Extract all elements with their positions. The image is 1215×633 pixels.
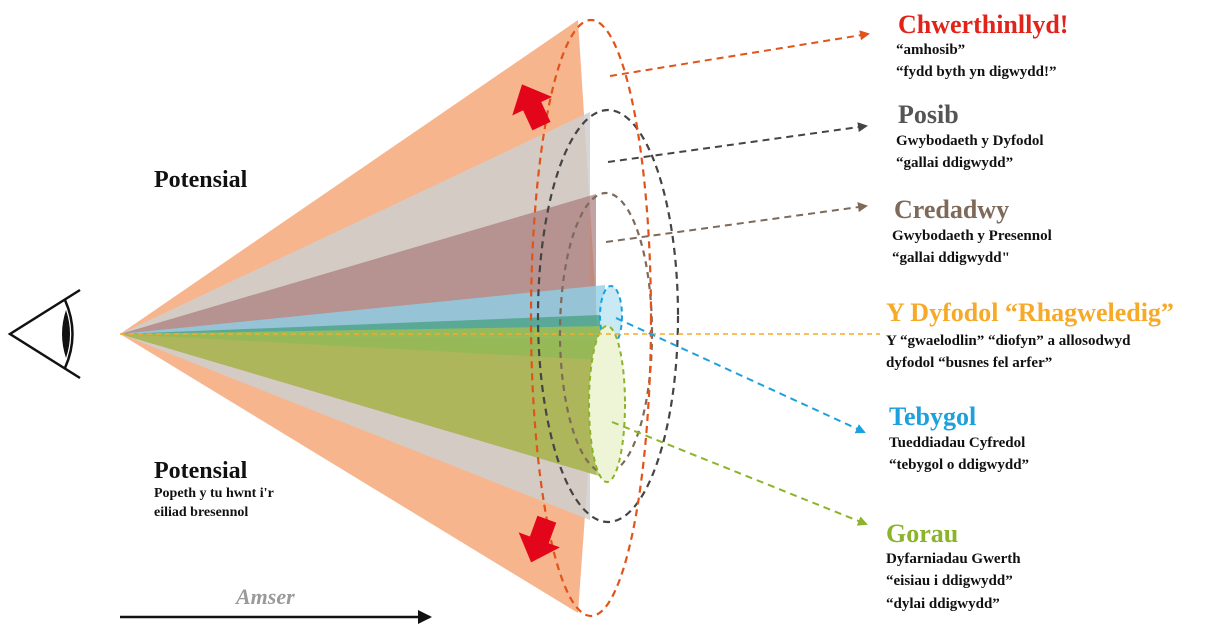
plausible-line1: Gwybodaeth y Presennol xyxy=(892,228,1052,244)
preposterous-ellipse xyxy=(529,18,653,618)
preferable-pointer xyxy=(611,421,868,526)
possible-title: Posib xyxy=(898,100,959,129)
potential-sub-line2: eiliad bresennol xyxy=(154,505,249,520)
preferable-line2: “eisiau i ddigwydd” xyxy=(886,573,1013,589)
projected-line2: dyfodol “busnes fel arfer” xyxy=(886,355,1053,371)
plausible-title: Credadwy xyxy=(894,195,1010,224)
preposterous-pointer xyxy=(609,30,870,77)
preferable-line3: “dylai ddigwydd” xyxy=(886,596,1000,612)
potential-bottom-label: Potensial xyxy=(154,458,248,484)
potential-sub-line1: Popeth y tu hwnt i'r xyxy=(154,486,274,501)
possible-line2: “gallai ddigwydd” xyxy=(896,155,1014,171)
possible-pointer xyxy=(607,122,868,163)
possible-ellipse xyxy=(536,108,680,524)
projected-line1: Y “gwaelodlin” “diofyn” a allosodwyd xyxy=(886,333,1131,349)
possible-line1: Gwybodaeth y Dyfodol xyxy=(896,133,1044,149)
time-label: Amser xyxy=(236,584,295,609)
probable-title: Tebygol xyxy=(889,402,977,431)
preferable-line1: Dyfarniadau Gwerth xyxy=(886,551,1021,567)
plausible-line2: “gallai ddigwydd" xyxy=(892,250,1010,266)
potential-top-label: Potensial xyxy=(154,167,248,193)
preposterous-title: Chwerthinllyd! xyxy=(898,10,1069,39)
preferable-cone xyxy=(120,326,606,478)
probable-pointer xyxy=(615,317,866,434)
plausible-pointer xyxy=(605,202,868,243)
preposterous-line2: “fydd byth yn digwydd!” xyxy=(896,64,1057,80)
preposterous-line1: “amhosib” xyxy=(896,42,966,58)
red-arrow-up-icon xyxy=(512,84,553,131)
preferable-ellipse xyxy=(588,325,626,483)
red-arrow-down-icon xyxy=(518,515,560,563)
preferable-title: Gorau xyxy=(886,519,959,548)
probable-line2: “tebygol o ddigwydd” xyxy=(889,457,1030,473)
eye-icon xyxy=(7,288,81,380)
probable-line1: Tueddiadau Cyfredol xyxy=(889,435,1026,451)
projected-title: Y Dyfodol “Rhagweledig” xyxy=(886,298,1174,327)
